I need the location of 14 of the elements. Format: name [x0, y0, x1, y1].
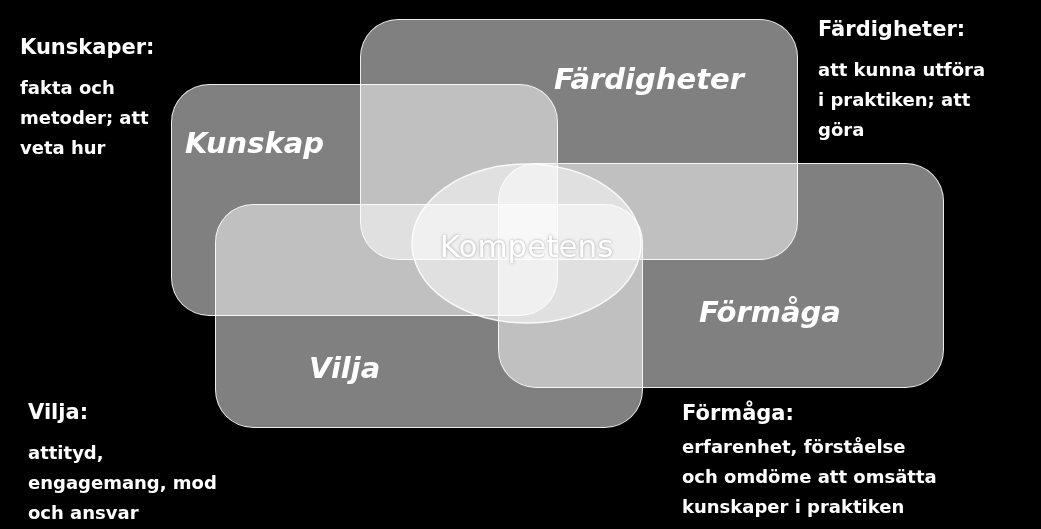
description-heading: Färdigheter: [818, 16, 966, 43]
area-title: Förmåga [699, 294, 841, 330]
description-text: fakta och metoder; att veta hur [20, 76, 150, 160]
area-title: Vilja [309, 350, 381, 386]
description-text: att kunna utföra i praktiken; att göra [818, 58, 987, 142]
venn-ellipse [411, 163, 642, 324]
description-text: attityd, engagemang, mod och ansvar [28, 441, 218, 525]
description-heading: Förmåga: [682, 399, 794, 427]
description-heading: Vilja: [28, 399, 89, 426]
venn-rectangle [215, 204, 643, 428]
area-title: Färdigheter [554, 61, 744, 97]
description-text: erfarenhet, förståelse och omdöme att omsätta kunskaper i praktiken [682, 435, 938, 519]
description-heading: Kunskaper: [20, 34, 155, 61]
area-title: Kunskap [185, 125, 325, 161]
